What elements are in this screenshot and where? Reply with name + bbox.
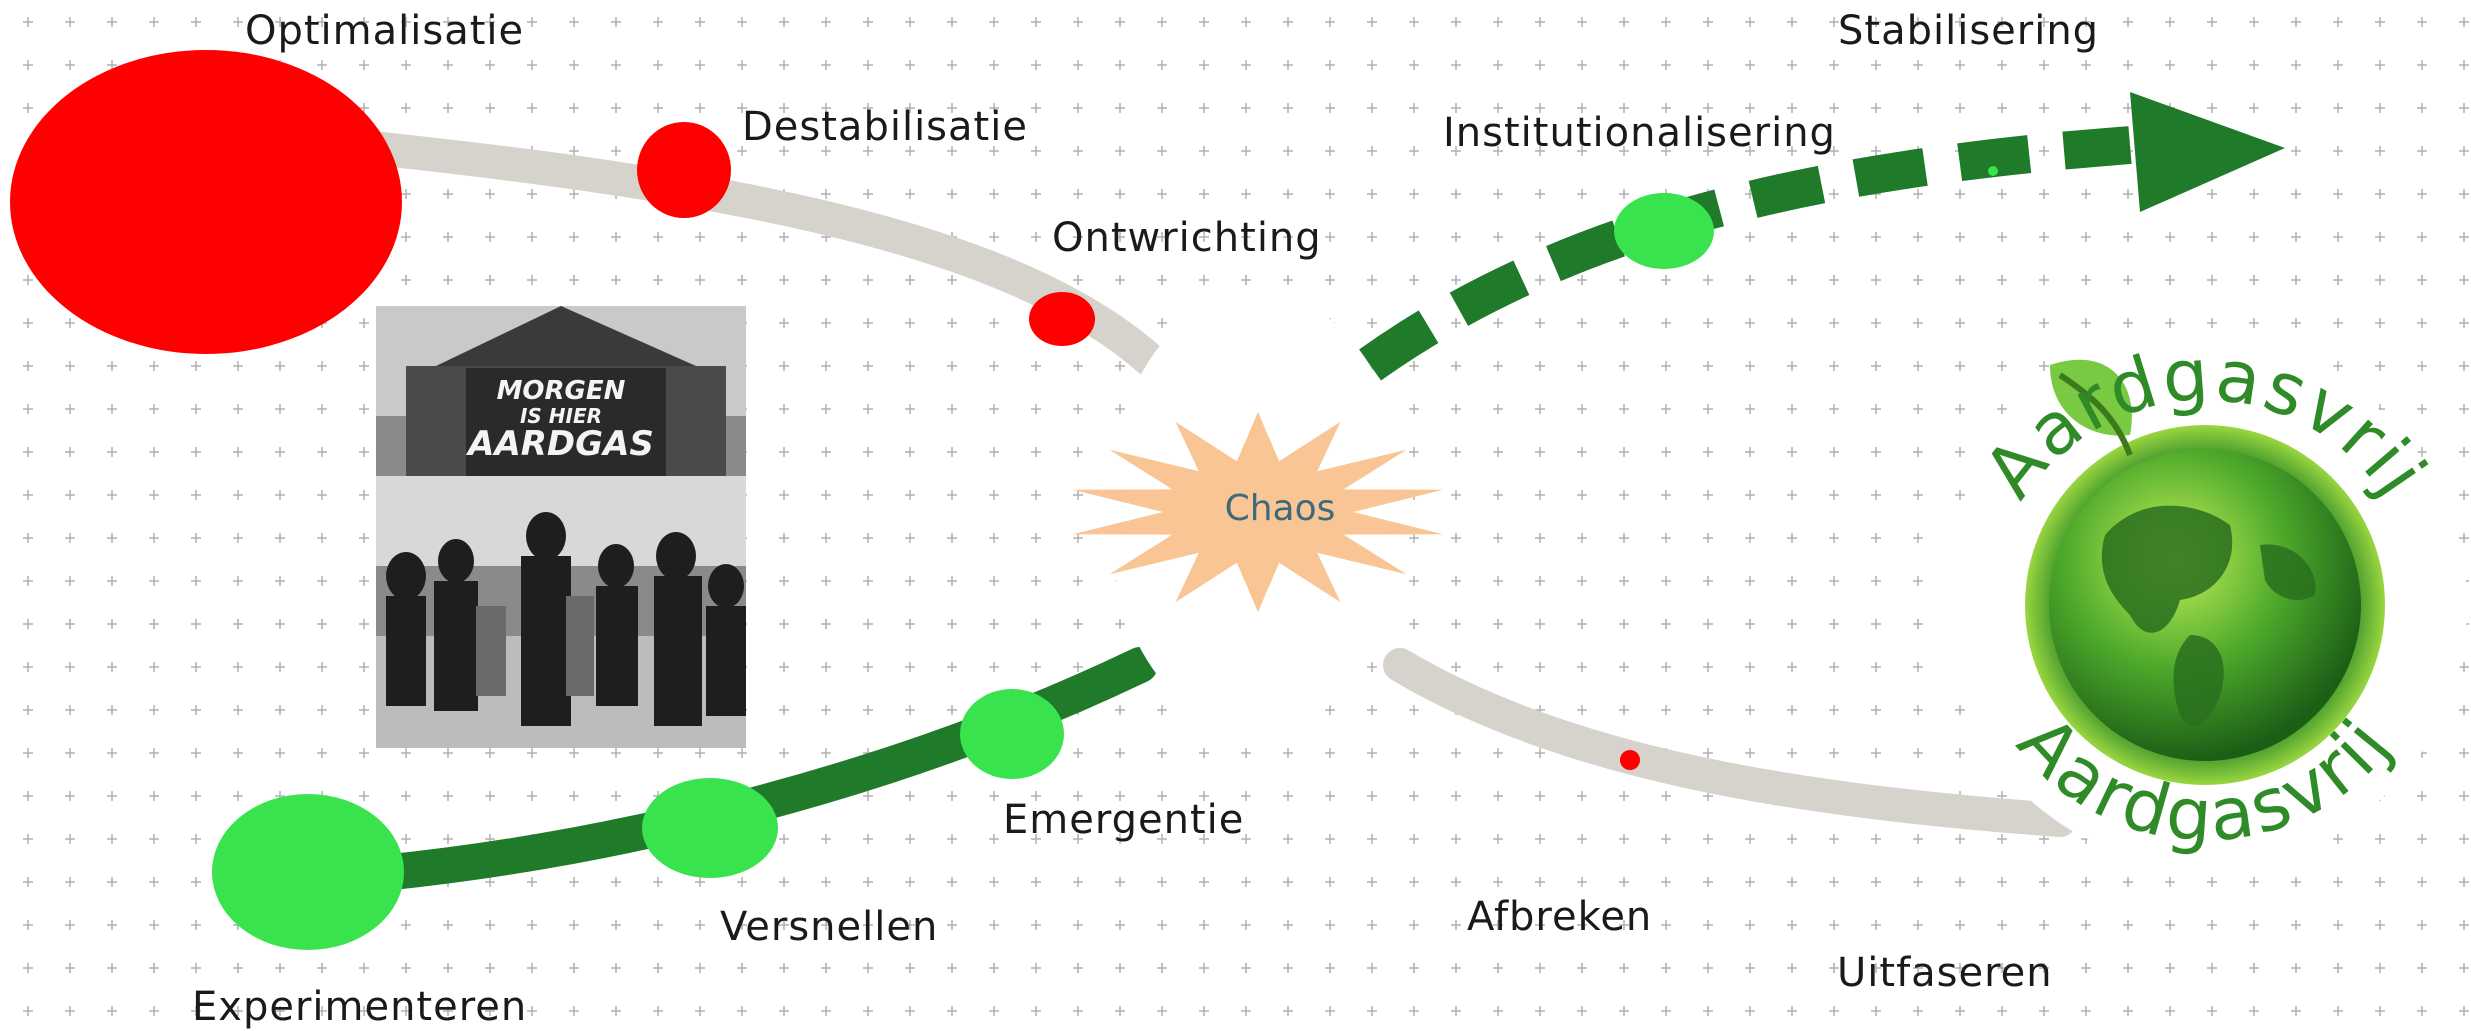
decline-path-lower — [1383, 648, 2077, 837]
institutionalisering-dot — [1614, 193, 1714, 269]
photo-sign-line2: IS HIER — [519, 404, 603, 428]
optimalisatie-dot — [10, 50, 402, 354]
emergentie-dot — [960, 689, 1064, 779]
label-experimenteren: Experimenteren — [192, 984, 528, 1030]
historic-photo-aardgas: MORGEN IS HIER AARDGAS — [376, 306, 746, 748]
label-uitfaseren: Uitfaseren — [1837, 950, 2053, 996]
stabilisering-dot — [1988, 166, 1998, 176]
photo-sign-line1: MORGEN — [496, 376, 626, 406]
label-afbreken: Afbreken — [1467, 894, 1653, 940]
chaos-star — [1072, 412, 1444, 612]
label-ontwrichting: Ontwrichting — [1052, 215, 1322, 261]
experimenteren-dot — [212, 794, 404, 950]
destabilisatie-dot — [637, 122, 731, 218]
label-chaos: Chaos — [1224, 488, 1336, 529]
label-stabilisering: Stabilisering — [1838, 8, 2100, 54]
photo-sign-line3: AARDGAS — [468, 424, 654, 464]
afbreken-dot — [1620, 750, 1640, 770]
label-emergentie: Emergentie — [1003, 797, 1245, 843]
label-destabilisatie: Destabilisatie — [742, 104, 1028, 150]
label-optimalisatie: Optimalisatie — [245, 8, 525, 54]
rise-arrowhead — [2130, 92, 2285, 212]
label-institutionalisering: Institutionalisering — [1443, 110, 1836, 156]
ontwrichting-dot — [1029, 292, 1095, 346]
aardgasvrij-badge: Aardgasvrij Aardgasvrij — [1930, 315, 2471, 875]
label-versnellen: Versnellen — [720, 904, 939, 950]
versnellen-dot — [642, 778, 778, 878]
